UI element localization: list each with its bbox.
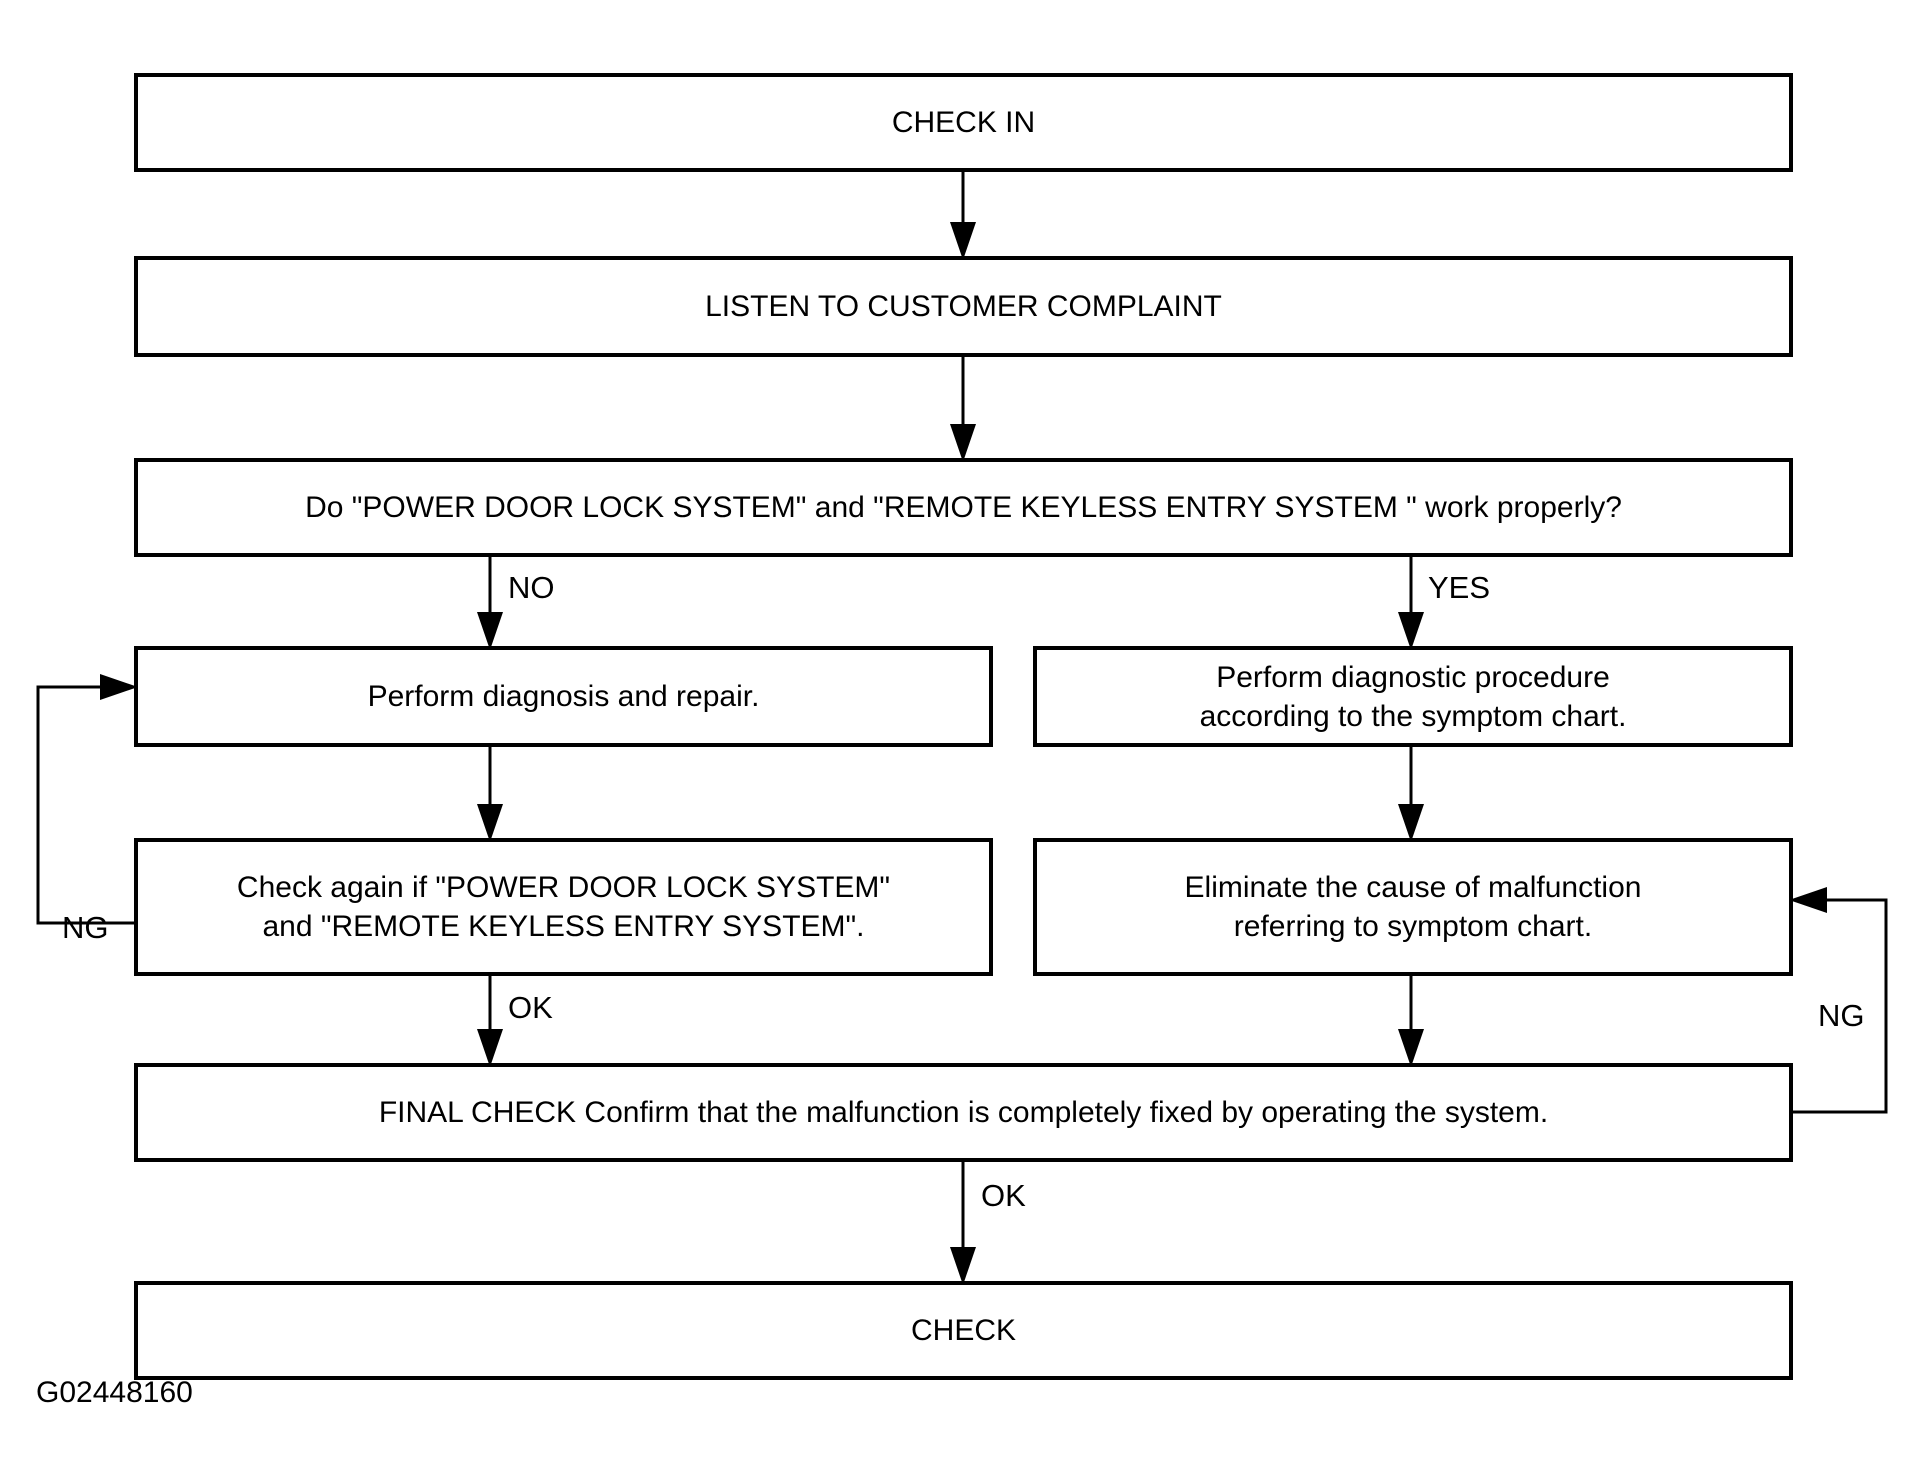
connector-procedure-to-eliminate <box>1398 745 1424 842</box>
connector-ng-right-loop <box>1789 887 1888 1114</box>
arrow-head-icon <box>1789 887 1827 913</box>
edge-label-ng-left: NG <box>62 910 109 945</box>
arrow-head-icon <box>950 424 976 462</box>
connector-diagnosis-to-check-again <box>477 745 503 842</box>
arrow-head-icon <box>1398 1029 1424 1067</box>
connector-eliminate-to-final <box>1398 974 1424 1067</box>
edge-label-ng-right: NG <box>1818 998 1865 1033</box>
arrow-head-icon <box>1398 804 1424 842</box>
arrow-head-icon <box>950 1247 976 1285</box>
connector-listen-to-decision <box>950 355 976 462</box>
edge-label-ok-final: OK <box>981 1178 1026 1213</box>
connector-final-to-check-out <box>950 1160 976 1285</box>
node-box-check-in[interactable] <box>134 73 1793 172</box>
figure-caption: G02448160 <box>36 1376 193 1409</box>
arrow-head-icon <box>477 612 503 650</box>
edge-label-ok-left: OK <box>508 990 553 1025</box>
node-box-final-check[interactable] <box>134 1063 1793 1162</box>
node-box-perform-diagnosis[interactable] <box>134 646 993 747</box>
edge-label-no: NO <box>508 570 555 605</box>
node-box-decision-systems[interactable] <box>134 458 1793 557</box>
node-box-listen-complaint[interactable] <box>134 256 1793 357</box>
arrow-head-icon <box>100 674 138 700</box>
node-box-check-out[interactable] <box>134 1281 1793 1380</box>
arrow-head-icon <box>477 804 503 842</box>
node-box-check-again[interactable] <box>134 838 993 976</box>
edge-label-yes: YES <box>1428 570 1491 605</box>
node-box-eliminate-cause[interactable] <box>1033 838 1793 976</box>
arrow-head-icon <box>1398 612 1424 650</box>
node-box-perform-procedure[interactable] <box>1033 646 1793 747</box>
arrow-head-icon <box>477 1029 503 1067</box>
connector-decision-no <box>477 555 503 650</box>
connector-check-in-to-listen <box>950 170 976 260</box>
connector-check-again-ok <box>477 974 503 1067</box>
connector-ng-left-loop <box>36 674 138 925</box>
arrow-head-icon <box>950 222 976 260</box>
connector-decision-yes <box>1398 555 1424 650</box>
